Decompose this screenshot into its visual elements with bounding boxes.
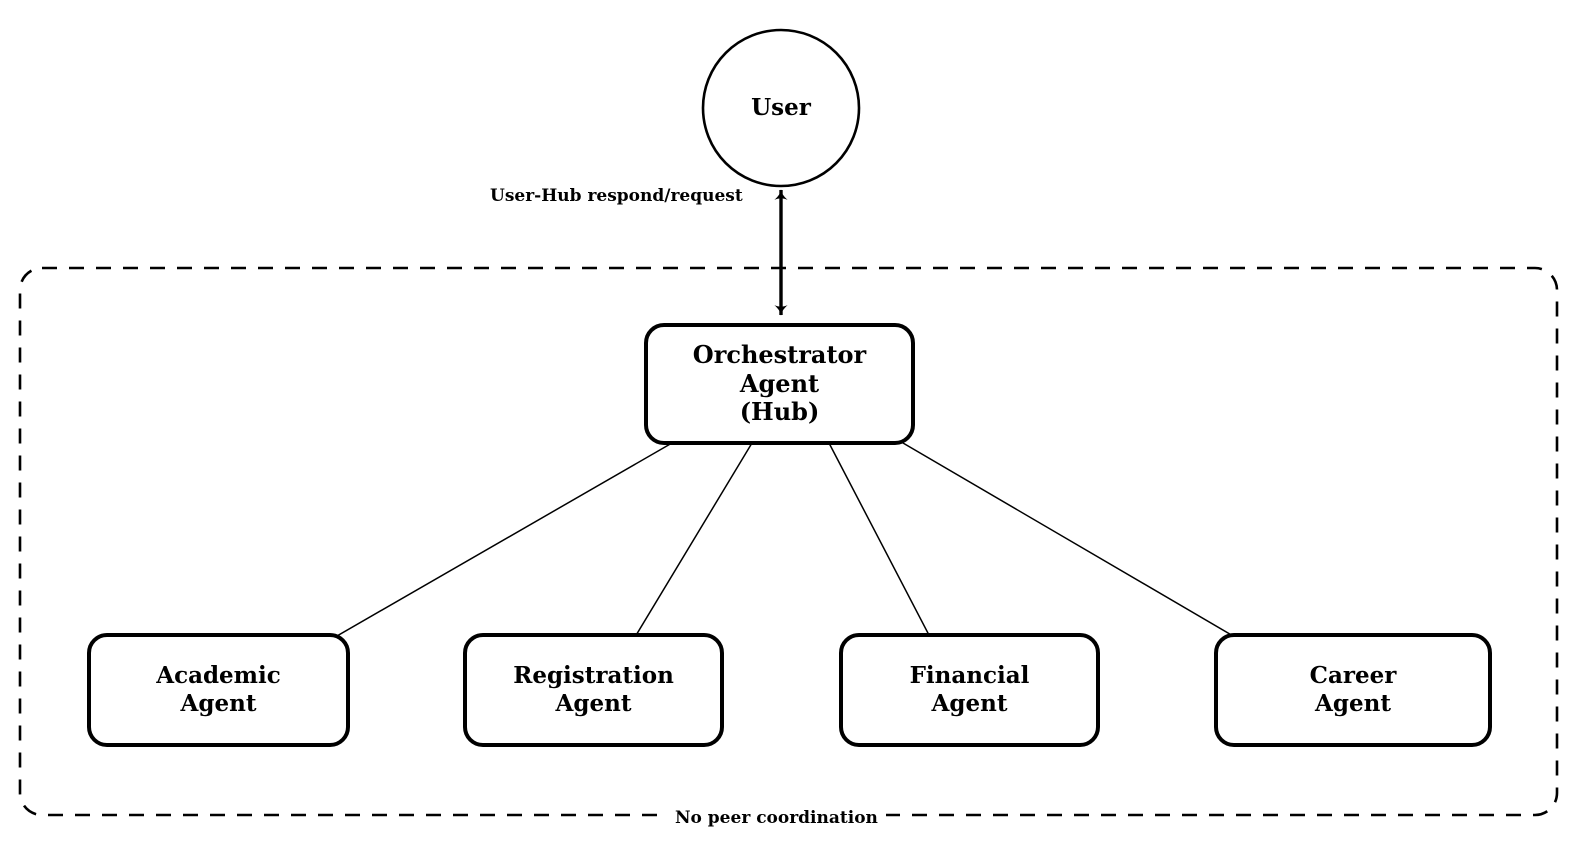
spoke-line-career <box>902 442 1241 641</box>
agent-node-shape-registration <box>463 633 724 747</box>
hub-node-shape <box>644 323 915 445</box>
agent-node-shape-financial <box>839 633 1100 747</box>
spoke-line-registration <box>634 442 753 638</box>
agent-node-shape-academic <box>87 633 350 747</box>
agent-node-shape-career <box>1214 633 1492 747</box>
user-node-shape <box>701 28 861 188</box>
spoke-line-financial <box>828 442 931 638</box>
spoke-line-academic <box>329 442 673 641</box>
